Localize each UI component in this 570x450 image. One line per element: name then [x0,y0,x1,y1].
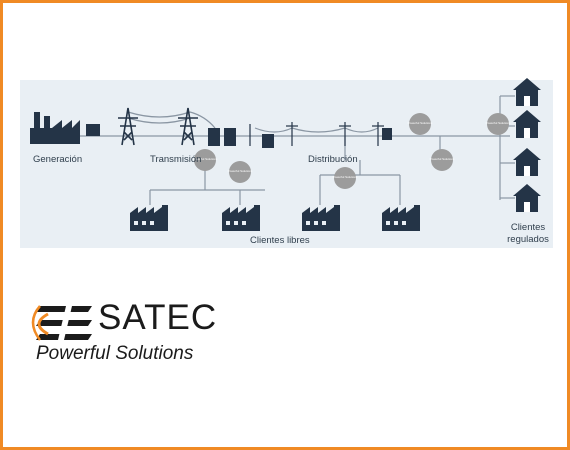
factory-icon [222,205,260,231]
meter-icon [487,113,509,135]
satec-logo-mark [36,306,92,340]
brand-tagline: Powerful Solutions [36,343,194,364]
label-regulated-clients-line2: regulados [507,234,549,245]
brand-name: SATEC [98,298,218,337]
diagram-panel [20,80,553,248]
label-distribution: Distribución [308,154,358,165]
meter-label: Powerful Solutions [408,121,433,125]
label-regulated-clients-line1: Clientes [510,222,546,233]
distribution-pole-icon [249,122,384,146]
meter-icon [409,113,431,135]
meter-label: Powerful Solutions [193,157,218,161]
factory-icon [302,205,340,231]
meter-label: Powerful Solutions [228,169,253,173]
house-icons [513,78,541,212]
meter-label: Powerful Solutions [333,175,358,179]
connection-lines [70,95,515,205]
house-icon [513,184,541,212]
factory-icon [130,205,168,231]
power-plant-icon [30,112,100,144]
house-icon [513,110,541,138]
meter-icon [334,167,356,189]
meter-label: Powerful Solutions [486,121,511,125]
meter-icon [229,161,251,183]
meter-icon [431,149,453,171]
label-transmission: Transmisión [150,154,202,165]
logo-orange-arc [31,305,42,341]
house-icon [513,148,541,176]
factory-icons [130,205,420,231]
meter-icons [194,113,509,189]
factory-icon [382,205,420,231]
label-generation: Generación [33,154,83,165]
transmission-tower-icon [118,107,198,146]
meter-icon [194,149,216,171]
house-icon [513,78,541,106]
meter-label: Powerful Solutions [430,157,455,161]
label-free-clients: Clientes libres [250,235,310,246]
substation-icon [208,128,392,148]
